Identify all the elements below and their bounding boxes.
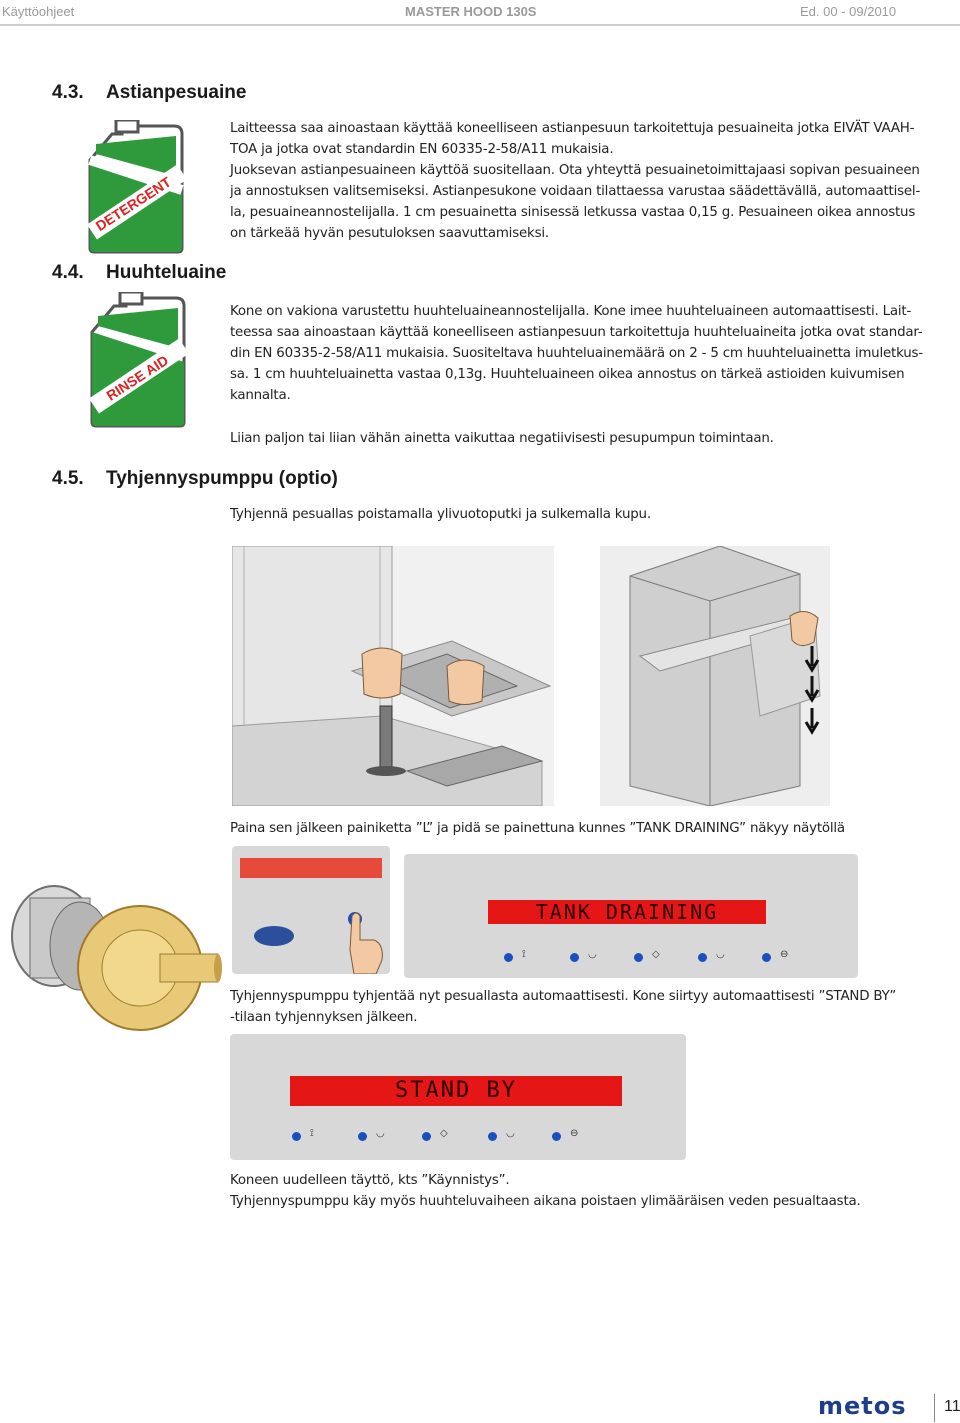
tank-draining-panel: TANK DRAINING ⟟ ◡ ◇ ◡ ⊖: [404, 854, 858, 978]
status-led: [422, 1132, 431, 1141]
status-led: [570, 953, 579, 962]
text-line: -tilaan tyhjennyksen jälkeen.: [230, 1010, 418, 1025]
after-draining-text: Tyhjennyspumppu tyhjentää nyt pesuallast…: [230, 986, 950, 1028]
footer-divider: [934, 1394, 935, 1422]
rinse-icon: ◇: [440, 1128, 448, 1139]
text-line: Juoksevan astianpesuaineen käyttöä suosi…: [230, 163, 920, 178]
pressing-hand-icon: [349, 912, 383, 974]
rinse-icon: ◇: [652, 949, 660, 960]
text-line: Tyhjennyspumppu tyhjentää nyt pesuallast…: [230, 989, 897, 1004]
power-button[interactable]: [254, 926, 294, 946]
section-4-3-title: Astianpesuaine: [106, 82, 247, 103]
stand-by-display: STAND BY: [290, 1076, 622, 1106]
section-4-5-title: Tyhjennyspumppu (optio): [106, 468, 338, 489]
status-led: [488, 1132, 497, 1141]
footer-text: Koneen uudelleen täyttö, kts ”Käynnistys…: [230, 1170, 950, 1212]
text-line: teessa saa ainoastaan käyttää koneellise…: [230, 325, 923, 340]
metos-logo: metos: [818, 1392, 907, 1420]
tank-icon: ◡: [588, 949, 597, 960]
section-4-4-text: Kone on vakiona varustettu huuhteluainea…: [230, 301, 950, 406]
control-panel: [232, 846, 390, 974]
stand-by-panel: STAND BY ⟟ ◡ ◇ ◡ ⊖: [230, 1034, 686, 1160]
status-led: [634, 953, 643, 962]
press-instruction: Paina sen jälkeen painiketta ”L” ja pidä…: [230, 821, 845, 836]
text-line: kannalta.: [230, 388, 291, 403]
close-hood-illustration: [600, 546, 830, 806]
rinse-aid-canister-icon: RINSE AID: [89, 292, 186, 428]
detergent-canister-icon: DETERGENT: [87, 120, 186, 254]
text-line: Kone on vakiona varustettu huuhteluainea…: [230, 304, 912, 319]
stop-icon: ⊖: [570, 1128, 579, 1139]
text-line: sa. 1 cm huuhteluainetta vastaa 0,13g. H…: [230, 367, 905, 382]
text-line: din EN 60335-2-58/A11 mukaisia. Suositel…: [230, 346, 923, 361]
text-line: la, pesuaineannostelijalla. 1 cm pesuain…: [230, 205, 916, 220]
status-led: [762, 953, 771, 962]
status-led: [698, 953, 707, 962]
section-4-5-number: 4.5.: [52, 468, 84, 489]
text-line: TOA ja jotka ovat standardin EN 60335-2-…: [230, 142, 614, 157]
text-line: Tyhjennyspumppu käy myös huuhteluvaiheen…: [230, 1194, 861, 1209]
header-rule: [0, 24, 960, 26]
drain-icon: ◡: [716, 949, 725, 960]
panel-display: [240, 858, 382, 878]
drain-icon: ◡: [506, 1128, 515, 1139]
stop-icon: ⊖: [780, 949, 789, 960]
section-4-3-number: 4.3.: [52, 82, 84, 103]
text-line: Laitteessa saa ainoastaan käyttää koneel…: [230, 121, 915, 136]
section-4-4-title: Huuhteluaine: [106, 262, 227, 283]
status-led: [358, 1132, 367, 1141]
header-left: Käyttöohjeet: [2, 4, 75, 19]
header-edition: Ed. 00 - 09/2010: [800, 4, 897, 19]
text-line: on tärkeää hyvän pesutuloksen saavuttami…: [230, 226, 549, 241]
section-4-5-intro: Tyhjennä pesuallas poistamalla ylivuotop…: [230, 507, 651, 522]
status-led: [504, 953, 513, 962]
section-4-4-warning: Liian paljon tai liian vähän ainetta vai…: [230, 431, 774, 446]
tank-draining-display: TANK DRAINING: [488, 900, 766, 924]
overflow-pipe-illustration: [232, 546, 554, 806]
header-title: MASTER HOOD 130S: [405, 4, 537, 19]
section-4-4-number: 4.4.: [52, 262, 84, 283]
tank-icon: ◡: [376, 1128, 385, 1139]
page-number: 11: [944, 1398, 960, 1415]
wash-cycle-icon: ⟟: [522, 949, 526, 960]
status-led: [552, 1132, 561, 1141]
wash-cycle-icon: ⟟: [310, 1128, 314, 1139]
status-led: [292, 1132, 301, 1141]
text-line: Koneen uudelleen täyttö, kts ”Käynnistys…: [230, 1173, 510, 1188]
text-line: ja annostuksen valitsemiseksi. Astianpes…: [230, 184, 921, 199]
drain-pump-illustration: [11, 885, 222, 1031]
section-4-3-text: Laitteessa saa ainoastaan käyttää koneel…: [230, 118, 950, 244]
